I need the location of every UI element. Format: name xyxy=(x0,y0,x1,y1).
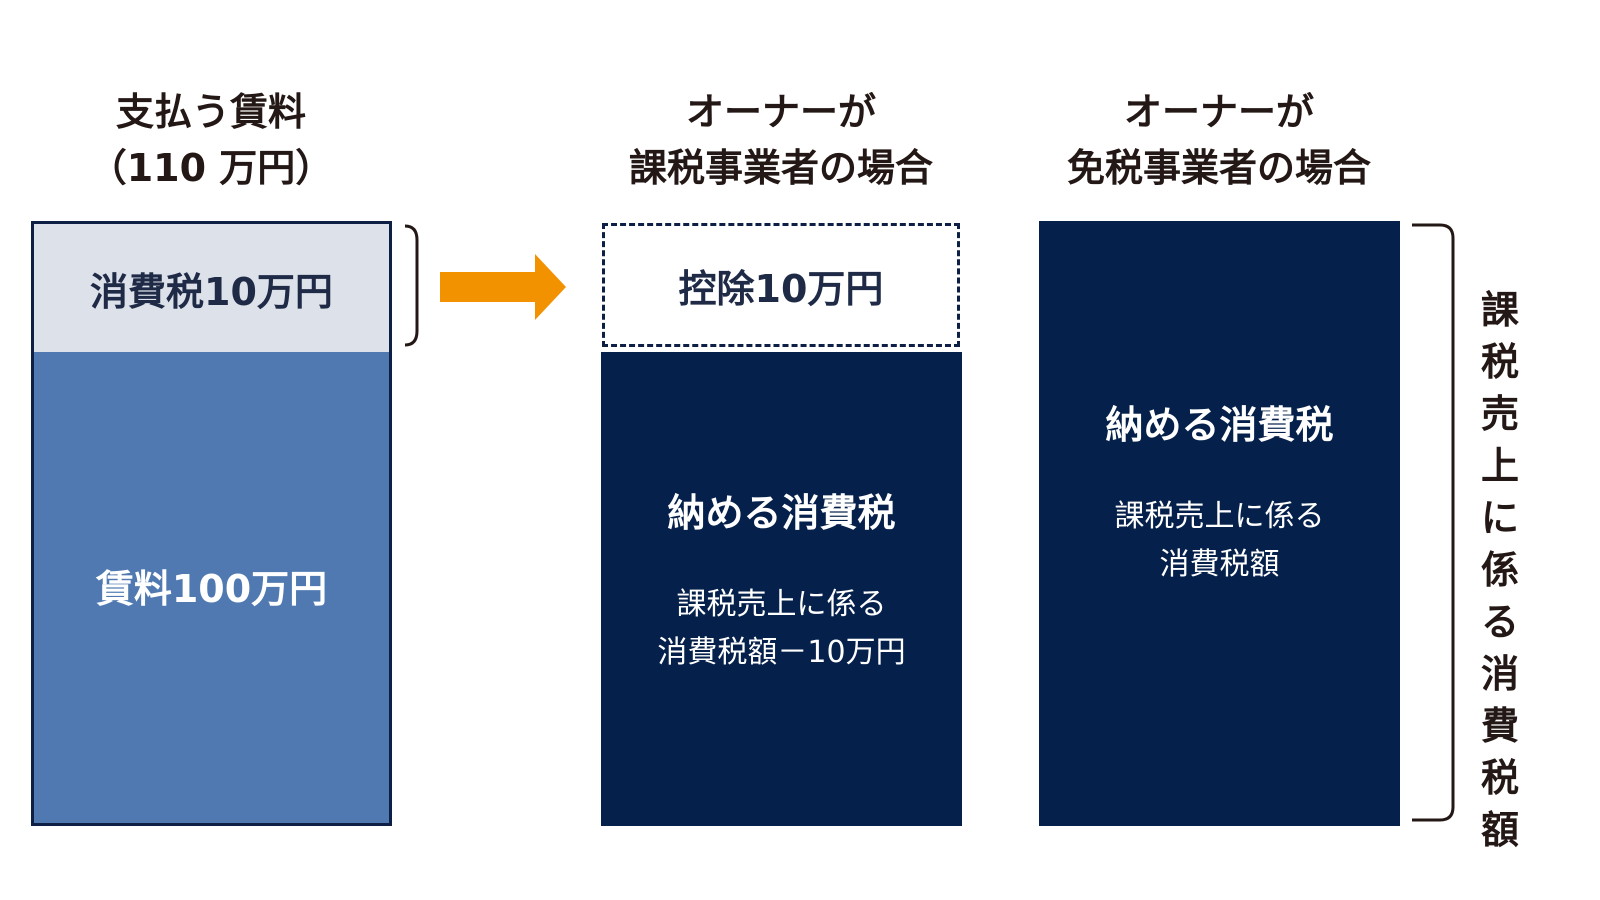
exempt-note-line-2: 消費税額 xyxy=(1159,547,1280,582)
rent-amount-box: 賃料100万円 xyxy=(31,352,392,826)
right-arrow-icon xyxy=(440,254,566,320)
exempt-tax-payment-note: 課税売上に係る 消費税額 xyxy=(1105,493,1333,589)
rent-column-heading: 支払う賃料 （110 万円） xyxy=(61,84,361,196)
deduction-label: 控除10万円 xyxy=(678,266,884,311)
exempt-note-line-1: 課税売上に係る xyxy=(1114,499,1325,534)
exempt-heading-line-2: 免税事業者の場合 xyxy=(1066,146,1371,190)
taxable-sales-tax-amount-label: 課税売上に係る消費税額 xyxy=(1476,284,1524,856)
side-label-char: 課 xyxy=(1480,288,1519,332)
side-label-char: に xyxy=(1480,496,1519,540)
taxable-tax-payment-note: 課税売上に係る 消費税額－10万円 xyxy=(657,581,905,677)
taxable-heading-line-2: 課税事業者の場合 xyxy=(628,146,933,190)
taxable-column-heading: オーナーが 課税事業者の場合 xyxy=(591,84,971,196)
tax-bracket xyxy=(404,224,419,347)
side-label-char: 額 xyxy=(1480,808,1519,852)
exempt-tax-payment-content: 納める消費税 課税売上に係る 消費税額 xyxy=(1105,394,1333,589)
exempt-tax-payment-box: 納める消費税 課税売上に係る 消費税額 xyxy=(1039,221,1400,826)
exempt-tax-payment-label: 納める消費税 xyxy=(1105,403,1334,447)
exempt-column-heading: オーナーが 免税事業者の場合 xyxy=(1029,84,1409,196)
side-label-char: 上 xyxy=(1480,444,1519,488)
side-label-char: 売 xyxy=(1480,392,1519,436)
rent-heading-line-2: （110 万円） xyxy=(88,146,334,190)
side-label-char: る xyxy=(1480,600,1519,644)
taxable-heading-line-1: オーナーが xyxy=(685,90,876,134)
taxable-tax-payment-content: 納める消費税 課税売上に係る 消費税額－10万円 xyxy=(657,482,905,677)
rent-amount-label: 賃料100万円 xyxy=(95,567,328,611)
taxable-tax-payment-box: 納める消費税 課税売上に係る 消費税額－10万円 xyxy=(601,352,962,826)
deduction-box: 控除10万円 xyxy=(602,223,960,347)
total-tax-bracket xyxy=(1412,223,1455,822)
side-label-char: 係 xyxy=(1480,548,1519,592)
rent-heading-line-1: 支払う賃料 xyxy=(115,90,306,134)
taxable-tax-payment-label: 納める消費税 xyxy=(667,490,896,535)
side-label-char: 消 xyxy=(1480,652,1519,696)
exempt-heading-line-1: オーナーが xyxy=(1123,90,1314,134)
taxable-note-line-2: 消費税額－10万円 xyxy=(657,634,906,670)
taxable-note-line-1: 課税売上に係る xyxy=(676,586,887,622)
side-label-char: 税 xyxy=(1480,756,1519,800)
consumption-tax-label: 消費税10万円 xyxy=(90,269,333,314)
side-label-char: 税 xyxy=(1480,340,1519,384)
side-label-char: 費 xyxy=(1480,704,1519,748)
consumption-tax-box: 消費税10万円 xyxy=(31,221,392,352)
